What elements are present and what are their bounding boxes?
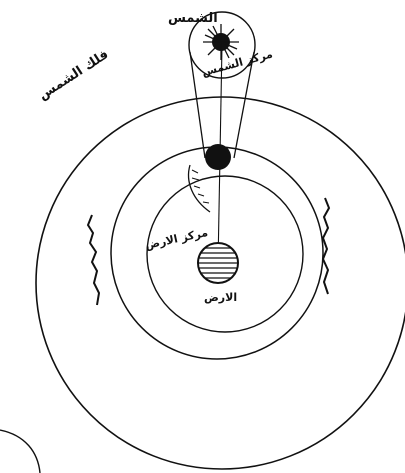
epicycle-curve bbox=[189, 165, 210, 212]
earth-icon bbox=[198, 243, 238, 283]
planet-body bbox=[205, 144, 231, 170]
corner-arc-fragment bbox=[0, 430, 40, 473]
epicycle-marks bbox=[192, 170, 209, 203]
earth-label: الارض bbox=[204, 291, 237, 304]
sun-icon bbox=[203, 24, 239, 60]
right-annotation-scribble bbox=[323, 198, 329, 294]
earth-center-label: مركز الارض bbox=[144, 226, 209, 252]
sun-label: الشمس bbox=[168, 11, 218, 26]
sun-sphere-label: فلك الشمس bbox=[36, 47, 111, 103]
left-annotation-scribble bbox=[88, 215, 99, 305]
